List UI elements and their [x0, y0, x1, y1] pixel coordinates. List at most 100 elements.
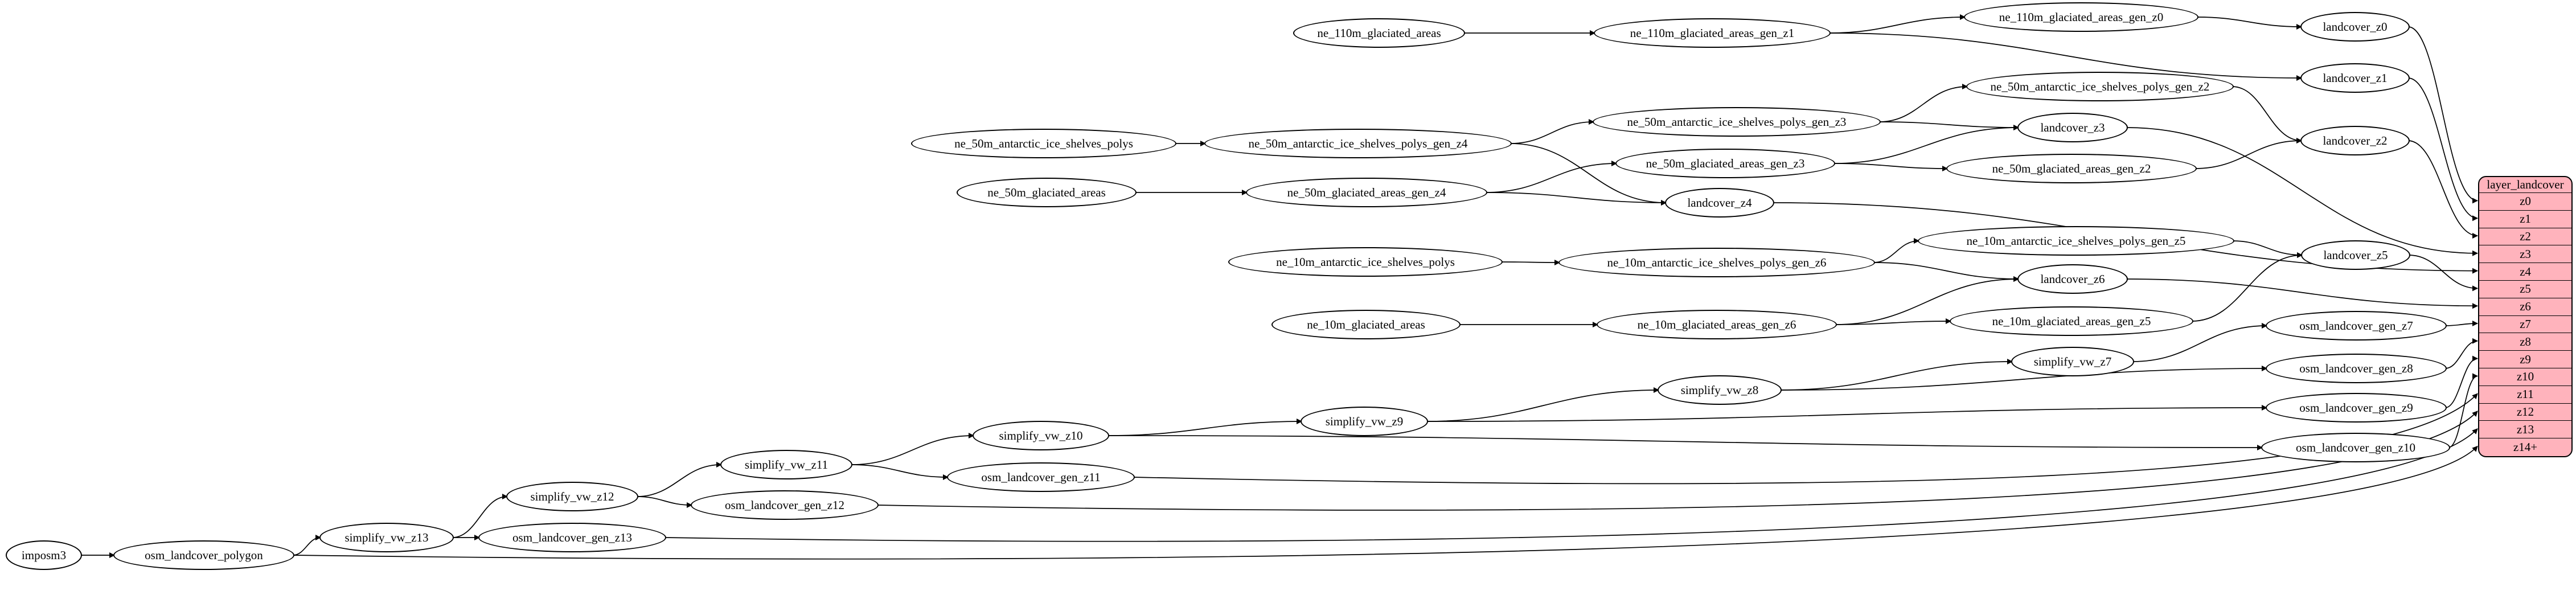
edge-ne_110m_glaciated_areas_gen_z0-to-landcover_z0 [2196, 17, 2302, 30]
node-landcover_z1: landcover_z1 [2300, 63, 2410, 93]
edge-ne_10m_antarctic_ice_shelves_polys-to-ne_10m_antarctic_ice_shelves_polys_gen_z6 [1500, 259, 1560, 265]
edge-landcover_z5-to-row-z5 [2408, 255, 2478, 292]
node-landcover_z5: landcover_z5 [2301, 240, 2410, 270]
table-row-z1: z1 [2479, 211, 2571, 228]
edge-landcover_z2-to-row-z2 [2407, 140, 2478, 239]
node-simplify_vw_z13: simplify_vw_z13 [319, 523, 454, 552]
table-row-z13: z13 [2479, 421, 2571, 439]
node-ne_50m_antarctic_ice_shelves_polys_gen_z3: ne_50m_antarctic_ice_shelves_polys_gen_z… [1593, 107, 1881, 137]
edge-ne_10m_glaciated_areas_gen_z5-to-landcover_z5 [2191, 252, 2303, 322]
node-ne_10m_antarctic_ice_shelves_polys_gen_z6: ne_10m_antarctic_ice_shelves_polys_gen_z… [1558, 248, 1875, 277]
edge-ne_10m_glaciated_areas_gen_z6-to-ne_10m_glaciated_areas_gen_z5 [1835, 318, 1951, 325]
table-row-z0: z0 [2479, 193, 2571, 211]
edge-osm_landcover_gen_z13-to-row-z13 [664, 428, 2478, 542]
node-ne_50m_antarctic_ice_shelves_polys_gen_z2: ne_50m_antarctic_ice_shelves_polys_gen_z… [1966, 72, 2234, 101]
node-landcover_z0: landcover_z0 [2300, 12, 2410, 42]
node-simplify_vw_z10: simplify_vw_z10 [973, 421, 1109, 450]
node-ne_110m_glaciated_areas: ne_110m_glaciated_areas [1293, 18, 1465, 48]
node-simplify_vw_z11: simplify_vw_z11 [720, 450, 852, 479]
edge-osm_landcover_polygon-to-simplify_vw_z13 [292, 535, 321, 556]
node-ne_50m_antarctic_ice_shelves_polys_gen_z4: ne_50m_antarctic_ice_shelves_polys_gen_z… [1204, 129, 1512, 158]
edge-ne_50m_glaciated_areas_gen_z2-to-landcover_z2 [2194, 138, 2302, 169]
table-row-z7: z7 [2479, 316, 2571, 334]
node-osm_landcover_gen_z9: osm_landcover_gen_z9 [2266, 393, 2447, 423]
table-row-z10: z10 [2479, 368, 2571, 386]
edge-ne_50m_antarctic_ice_shelves_polys_gen_z4-to-landcover_z4 [1509, 143, 1667, 206]
edge-simplify_vw_z8-to-simplify_vw_z7 [1779, 359, 2013, 391]
node-ne_50m_glaciated_areas_gen_z2: ne_50m_glaciated_areas_gen_z2 [1946, 154, 2197, 183]
node-osm_landcover_gen_z7: osm_landcover_gen_z7 [2266, 311, 2447, 341]
node-ne_50m_antarctic_ice_shelves_polys: ne_50m_antarctic_ice_shelves_polys [911, 129, 1176, 158]
node-ne_50m_glaciated_areas_gen_z4: ne_50m_glaciated_areas_gen_z4 [1246, 178, 1487, 207]
edge-ne_50m_glaciated_areas_gen_z4-to-landcover_z4 [1485, 192, 1667, 206]
edge-simplify_vw_z8-to-osm_landcover_gen_z8 [1779, 366, 2267, 391]
node-landcover_z4: landcover_z4 [1665, 188, 1774, 218]
node-ne_50m_glaciated_areas: ne_50m_glaciated_areas [957, 178, 1137, 207]
node-landcover_z2: landcover_z2 [2300, 126, 2410, 155]
edge-osm_landcover_gen_z11-to-row-z11 [1133, 393, 2478, 485]
table-row-z4: z4 [2479, 263, 2571, 281]
node-simplify_vw_z9: simplify_vw_z9 [1301, 407, 1428, 436]
edge-simplify_vw_z12-to-simplify_vw_z11 [636, 462, 722, 497]
edge-landcover_z1-to-row-z1 [2407, 77, 2478, 222]
edge-ne_50m_glaciated_areas_gen_z4-to-ne_50m_glaciated_areas_gen_z3 [1485, 161, 1617, 193]
edge-simplify_vw_z10-to-osm_landcover_gen_z10 [1107, 435, 2263, 450]
edge-landcover_z6-to-row-z6 [2126, 278, 2478, 309]
table-row-z8: z8 [2479, 333, 2571, 351]
node-landcover_z6: landcover_z6 [2017, 264, 2128, 294]
edge-ne_10m_antarctic_ice_shelves_polys_gen_z6-to-landcover_z6 [1873, 262, 2019, 282]
edge-osm_landcover_polygon-to-row-z14+ [292, 445, 2478, 560]
edge-simplify_vw_z13-to-simplify_vw_z12 [452, 494, 508, 538]
table-row-z6: z6 [2479, 298, 2571, 316]
node-ne_50m_glaciated_areas_gen_z3: ne_50m_glaciated_areas_gen_z3 [1615, 149, 1835, 178]
edge-ne_50m_antarctic_ice_shelves_polys_gen_z3-to-landcover_z3 [1878, 121, 2019, 130]
node-simplify_vw_z12: simplify_vw_z12 [506, 482, 638, 511]
edge-landcover_z3-to-row-z3 [2126, 127, 2478, 256]
table-row-z12: z12 [2479, 404, 2571, 421]
edge-ne_50m_glaciated_areas_gen_z3-to-landcover_z3 [1833, 125, 2019, 164]
table-row-z5: z5 [2479, 281, 2571, 298]
node-simplify_vw_z7: simplify_vw_z7 [2011, 347, 2134, 376]
edge-osm_landcover_gen_z10-to-row-z10 [2448, 373, 2478, 448]
edge-simplify_vw_z12-to-osm_landcover_gen_z12 [636, 496, 692, 508]
node-osm_landcover_gen_z13: osm_landcover_gen_z13 [478, 523, 666, 552]
node-imposm3: imposm3 [6, 540, 82, 570]
edge-simplify_vw_z11-to-osm_landcover_gen_z11 [850, 464, 949, 480]
table-row-z14+: z14+ [2513, 440, 2538, 454]
edge-simplify_vw_z9-to-osm_landcover_gen_z9 [1426, 405, 2267, 422]
edge-osm_landcover_gen_z7-to-row-z7 [2444, 321, 2478, 327]
edge-ne_50m_antarctic_ice_shelves_polys_gen_z3-to-ne_50m_antarctic_ice_shelves_polys_gen_z2 [1878, 84, 1968, 122]
node-ne_10m_glaciated_areas_gen_z6: ne_10m_glaciated_areas_gen_z6 [1597, 310, 1837, 339]
edge-ne_10m_antarctic_ice_shelves_polys_gen_z6-to-ne_10m_antarctic_ice_shelves_polys_gen_z5 [1873, 238, 1919, 263]
node-ne_10m_antarctic_ice_shelves_polys: ne_10m_antarctic_ice_shelves_polys [1228, 247, 1503, 277]
edge-simplify_vw_z9-to-simplify_vw_z8 [1426, 387, 1659, 422]
node-osm_landcover_gen_z12: osm_landcover_gen_z12 [691, 490, 879, 520]
table-row-z3: z3 [2479, 245, 2571, 264]
table-row-z11: z11 [2479, 386, 2571, 404]
edge-osm_landcover_gen_z9-to-row-z9 [2444, 355, 2478, 408]
node-osm_landcover_gen_z8: osm_landcover_gen_z8 [2266, 354, 2447, 383]
node-simplify_vw_z8: simplify_vw_z8 [1658, 375, 1782, 405]
edge-osm_landcover_gen_z8-to-row-z8 [2444, 338, 2478, 369]
table-header: layer_landcover [2479, 177, 2571, 193]
edge-ne_110m_glaciated_areas_gen_z1-to-landcover_z1 [1828, 32, 2302, 81]
node-landcover_z3: landcover_z3 [2017, 113, 2128, 142]
node-osm_landcover_polygon: osm_landcover_polygon [113, 540, 294, 570]
edge-simplify_vw_z10-to-simplify_vw_z9 [1107, 419, 1302, 436]
edge-ne_10m_glaciated_areas_gen_z6-to-landcover_z6 [1835, 276, 2019, 325]
table-row-z2: z2 [2479, 228, 2571, 246]
table-row-z9: z9 [2479, 351, 2571, 368]
node-osm_landcover_gen_z10: osm_landcover_gen_z10 [2261, 433, 2450, 462]
edge-landcover_z0-to-row-z0 [2407, 26, 2478, 204]
edge-ne_50m_glaciated_areas_gen_z3-to-ne_50m_glaciated_areas_gen_z2 [1833, 163, 1948, 171]
node-ne_110m_glaciated_areas_gen_z0: ne_110m_glaciated_areas_gen_z0 [1964, 2, 2198, 32]
node-ne_10m_glaciated_areas: ne_10m_glaciated_areas [1271, 310, 1461, 339]
node-ne_10m_glaciated_areas_gen_z5: ne_10m_glaciated_areas_gen_z5 [1950, 306, 2193, 336]
edge-ne_110m_glaciated_areas_gen_z1-to-ne_110m_glaciated_areas_gen_z0 [1828, 14, 1966, 34]
edge-ne_10m_antarctic_ice_shelves_polys_gen_z5-to-landcover_z5 [2232, 240, 2303, 258]
node-ne_110m_glaciated_areas_gen_z1: ne_110m_glaciated_areas_gen_z1 [1594, 18, 1831, 48]
edge-simplify_vw_z11-to-simplify_vw_z10 [850, 433, 974, 465]
